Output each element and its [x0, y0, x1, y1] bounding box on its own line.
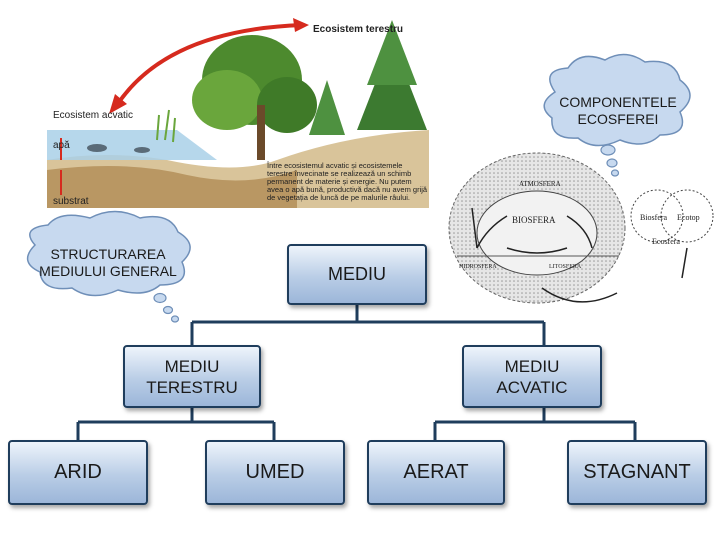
connector-aquatic — [435, 408, 635, 440]
node-arid: ARID — [8, 440, 148, 505]
node-terestru-line: TERESTRU — [146, 377, 238, 398]
node-acvatic-line: ACVATIC — [496, 377, 567, 398]
node-mediu: MEDIU — [287, 244, 427, 305]
node-acvatic-line: MEDIU — [496, 356, 567, 377]
node-arid-label: ARID — [54, 462, 102, 483]
components-callout-line: ECOSFEREI — [548, 111, 688, 128]
components-callout-line: COMPONENTELE — [548, 94, 688, 111]
node-aerat: AERAT — [367, 440, 505, 505]
node-stagnant-label: STAGNANT — [583, 462, 690, 483]
structuring-callout-line: MEDIULUI GENERAL — [22, 263, 194, 280]
components-callout: COMPONENTELE ECOSFEREI — [548, 94, 688, 128]
node-umed: UMED — [205, 440, 345, 505]
node-stagnant: STAGNANT — [567, 440, 707, 505]
node-mediu-acvatic: MEDIU ACVATIC — [462, 345, 602, 408]
structuring-callout: STRUCTURAREA MEDIULUI GENERAL — [22, 246, 194, 280]
connector-root — [192, 305, 544, 345]
node-mediu-label: MEDIU — [328, 264, 386, 285]
connector-terrestrial — [78, 408, 274, 440]
node-aerat-label: AERAT — [403, 462, 468, 483]
node-umed-label: UMED — [246, 462, 305, 483]
node-mediu-terestru: MEDIU TERESTRU — [123, 345, 261, 408]
structuring-callout-line: STRUCTURAREA — [22, 246, 194, 263]
node-terestru-line: MEDIU — [146, 356, 238, 377]
